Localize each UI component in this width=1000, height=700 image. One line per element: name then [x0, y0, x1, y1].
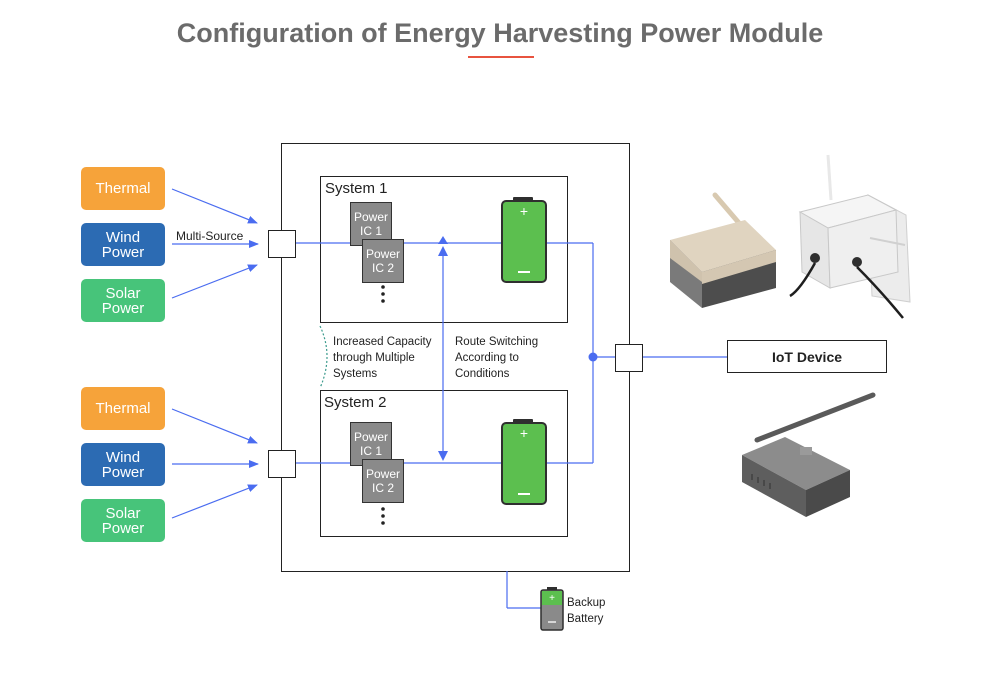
- backup-battery-icon: +: [540, 587, 564, 631]
- module-output-port: [615, 344, 643, 372]
- thermal-source-bottom: Thermal: [81, 387, 165, 430]
- iot-enclosure-illustration-1: [670, 192, 776, 308]
- wind-source-bottom: Wind Power: [81, 443, 165, 486]
- system-2-label: System 2: [324, 394, 387, 411]
- iot-enclosure-illustration-2: [789, 154, 911, 319]
- system-1-battery: +: [501, 197, 547, 283]
- solar-source-top: Solar Power: [81, 279, 165, 322]
- thermal-arrow-top: [171, 188, 258, 224]
- title-underline: [468, 56, 534, 58]
- system-1-more-dots: [381, 285, 385, 303]
- thermal-arrow-bottom: [171, 408, 258, 444]
- system-1-power-ic-2: Power IC 2: [362, 239, 404, 283]
- svg-text:+: +: [549, 593, 555, 604]
- system-1-input-port: [268, 230, 296, 258]
- system-1-power-ic-1: Power IC 1: [350, 202, 392, 246]
- svg-text:+: +: [520, 203, 528, 219]
- route-switch-arrow-down: [438, 451, 448, 461]
- thermal-source-top: Thermal: [81, 167, 165, 210]
- system-2-input-port: [268, 450, 296, 478]
- iot-gateway-illustration: [742, 392, 876, 517]
- route-switch-arrow-top-tip: [438, 236, 448, 244]
- multi-source-label: Multi-Source: [176, 229, 244, 243]
- solar-arrow-bottom: [171, 484, 258, 519]
- solar-source-bottom: Solar Power: [81, 499, 165, 542]
- iot-device-box: IoT Device: [727, 340, 887, 373]
- backup-battery-label: Backup Battery: [567, 597, 606, 625]
- page-title: Configuration of Energy Harvesting Power…: [176, 18, 824, 48]
- solar-arrow-top: [171, 264, 258, 299]
- system-1-label: System 1: [325, 180, 388, 197]
- system-2-power-ic-1: Power IC 1: [350, 422, 392, 466]
- routing-annotation: Route Switching According to Conditions: [455, 336, 539, 380]
- capacity-annotation: Increased Capacity through Multiple Syst…: [333, 336, 432, 380]
- wind-source-top: Wind Power: [81, 223, 165, 266]
- system-2-battery: +: [501, 419, 547, 505]
- svg-text:+: +: [520, 425, 528, 441]
- system-2-more-dots: [381, 507, 385, 525]
- route-switch-arrow-up: [438, 246, 448, 256]
- system-2-power-ic-2: Power IC 2: [362, 459, 404, 503]
- capacity-bracket: [319, 325, 328, 389]
